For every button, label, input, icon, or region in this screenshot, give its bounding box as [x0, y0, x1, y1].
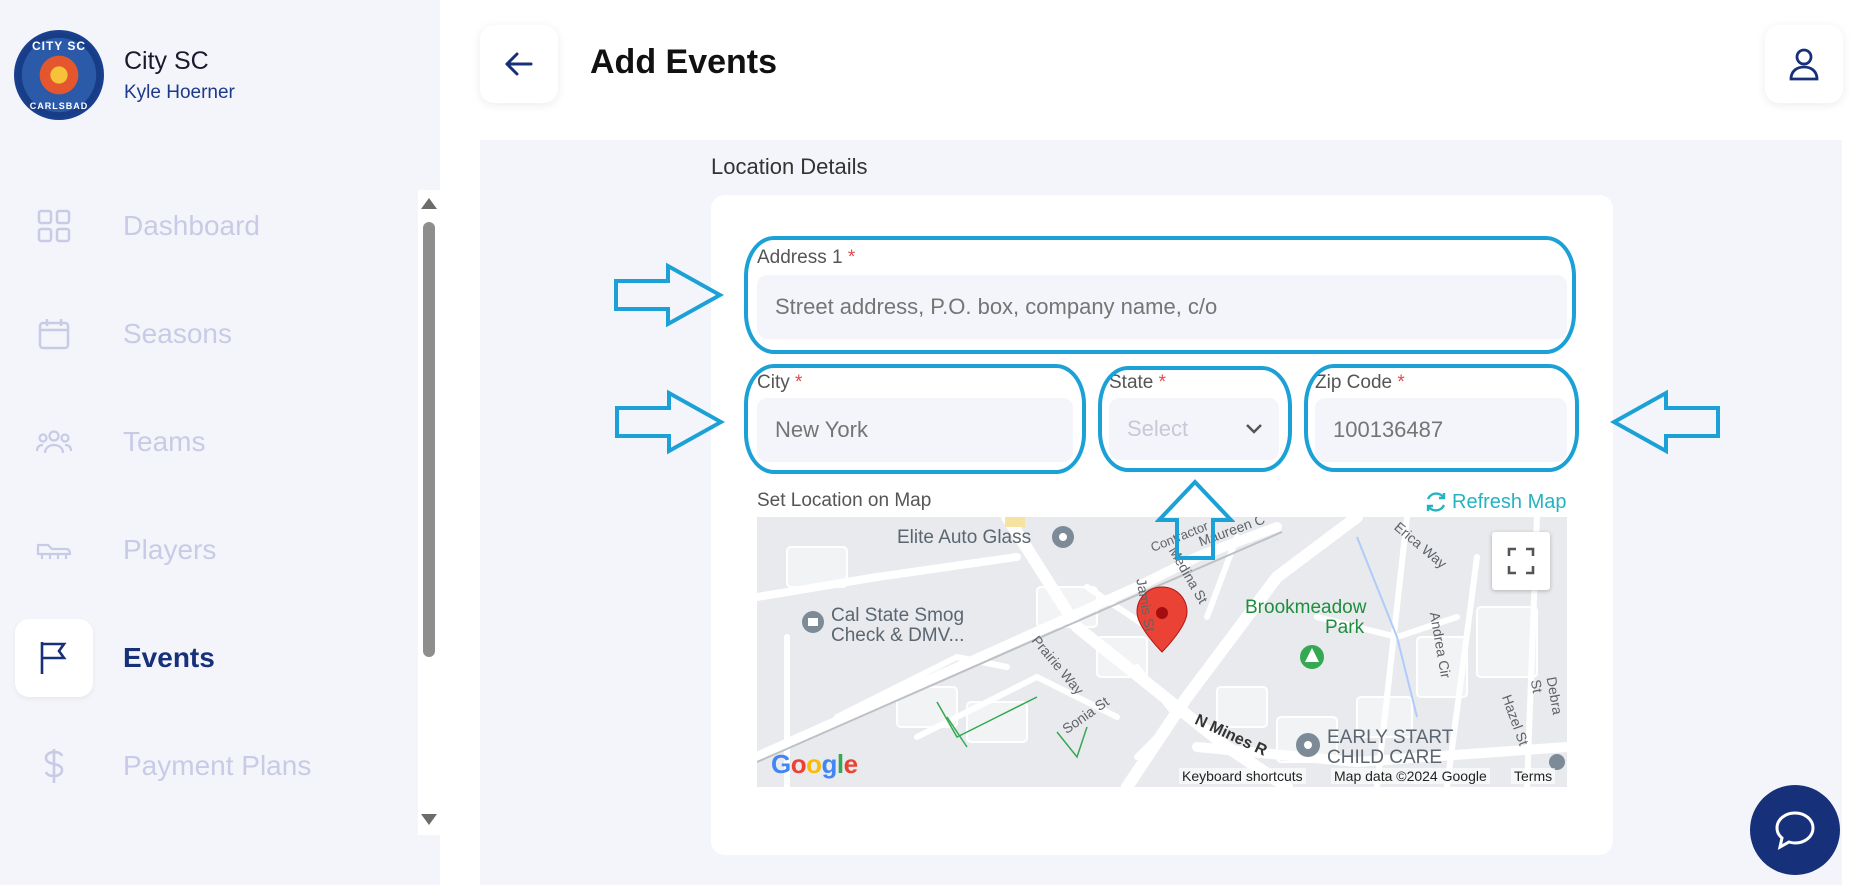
map-label-brookmeadow-2: Park: [1325, 617, 1365, 638]
chat-bubble-icon: [1775, 811, 1815, 850]
flag-icon: [15, 619, 93, 697]
brand: CITY SC CARLSBAD City SC Kyle Hoerner: [14, 30, 235, 120]
user-name: Kyle Hoerner: [124, 81, 235, 103]
sidebar-item-label: Players: [123, 534, 217, 565]
map-label-calstate-2: Check & DMV...: [831, 625, 965, 646]
state-select[interactable]: Select: [1109, 398, 1279, 460]
map-fullscreen-button[interactable]: [1492, 532, 1550, 590]
sidebar: CITY SC CARLSBAD City SC Kyle Hoerner Da…: [0, 0, 440, 885]
refresh-map-button[interactable]: Refresh Map: [1424, 490, 1567, 514]
group-icon: [15, 403, 93, 481]
grid-icon: [15, 187, 93, 265]
sidebar-item-label: Payment Plans: [123, 750, 312, 781]
sidebar-item-players[interactable]: Players: [15, 511, 395, 589]
sidebar-nav: Dashboard Seasons Teams Players Events: [0, 172, 415, 832]
map-label-calstate-1: Cal State Smog: [831, 605, 965, 626]
address1-input[interactable]: [757, 275, 1567, 339]
annotation-arrow-left-icon: [1610, 389, 1720, 455]
sidebar-item-seasons[interactable]: Seasons: [15, 295, 395, 373]
chevron-down-icon: [1246, 424, 1262, 434]
annotation-oval-city: [744, 364, 1086, 474]
refresh-icon: [1426, 492, 1446, 512]
map-label-debra: Debra St: [1527, 675, 1566, 716]
annotation-oval-state: [1098, 366, 1292, 472]
zip-label-text: Zip Code: [1315, 372, 1393, 393]
map-label-elite: Elite Auto Glass: [897, 527, 1032, 548]
map-marker-icon: [1136, 586, 1188, 653]
brand-text: City SC Kyle Hoerner: [124, 47, 235, 104]
annotation-oval-zip: [1304, 364, 1579, 472]
dollar-icon: [15, 727, 93, 805]
required-mark: *: [847, 247, 856, 268]
calendar-icon: [15, 295, 93, 373]
org-name: City SC: [124, 46, 209, 75]
annotation-oval-address1: [744, 236, 1576, 354]
logo-text-bottom: CARLSBAD: [29, 101, 89, 111]
map-roads: [757, 517, 1567, 787]
sidebar-item-dashboard[interactable]: Dashboard: [15, 187, 395, 265]
sidebar-item-label: Events: [123, 642, 215, 673]
sidebar-item-teams[interactable]: Teams: [15, 403, 395, 481]
address1-label: Address 1 *: [757, 247, 855, 269]
map-label: Set Location on Map: [757, 490, 932, 511]
chat-button[interactable]: [1750, 785, 1840, 875]
annotation-arrow-right-icon: [615, 389, 725, 455]
scroll-down-arrow-icon[interactable]: [421, 814, 437, 825]
cleat-icon: [15, 511, 93, 589]
google-logo: Google: [771, 749, 858, 779]
state-select-value: Select: [1127, 416, 1189, 441]
section-title: Location Details: [711, 154, 868, 179]
zip-label: Zip Code *: [1315, 372, 1405, 394]
sidebar-item-events[interactable]: Events: [15, 619, 395, 697]
refresh-map-label: Refresh Map: [1452, 490, 1567, 513]
fullscreen-icon: [1507, 547, 1535, 575]
logo-text-top: CITY SC: [31, 39, 87, 53]
club-logo: CITY SC CARLSBAD: [14, 30, 104, 120]
required-mark: *: [795, 372, 803, 393]
scroll-up-arrow-icon[interactable]: [421, 198, 437, 209]
sidebar-item-payment-plans[interactable]: Payment Plans: [15, 727, 395, 805]
terms-link[interactable]: Terms: [1511, 768, 1556, 784]
zip-input[interactable]: [1315, 398, 1567, 462]
annotation-arrow-up-icon: [1155, 479, 1235, 560]
page-title: Add Events: [590, 43, 778, 81]
sidebar-scrollbar-thumb[interactable]: [423, 222, 435, 657]
map-footer: Keyboard shortcuts Map data ©2024 Google…: [757, 765, 1567, 787]
map-data-credit: Map data ©2024 Google: [1331, 768, 1490, 784]
keyboard-shortcuts-link[interactable]: Keyboard shortcuts: [1179, 768, 1306, 784]
back-button[interactable]: [480, 25, 558, 103]
location-map[interactable]: Elite Auto Glass Cal State Smog Check & …: [757, 517, 1567, 787]
address1-label-text: Address 1: [757, 247, 843, 268]
sidebar-item-label: Dashboard: [123, 210, 260, 241]
required-mark: *: [1397, 372, 1405, 393]
city-input[interactable]: [757, 398, 1073, 462]
map-label-brookmeadow-1: Brookmeadow: [1245, 597, 1367, 618]
sidebar-item-label: Teams: [123, 426, 206, 457]
sidebar-item-label: Seasons: [123, 318, 232, 349]
required-mark: *: [1158, 372, 1167, 393]
map-label-early-start-2: CHILD CARE: [1327, 747, 1443, 768]
user-icon: [1789, 48, 1819, 81]
map-label-early-start-1: EARLY START: [1327, 727, 1454, 748]
profile-button[interactable]: [1765, 25, 1843, 103]
annotation-arrow-right-icon: [614, 262, 724, 328]
arrow-left-icon: [505, 52, 533, 76]
